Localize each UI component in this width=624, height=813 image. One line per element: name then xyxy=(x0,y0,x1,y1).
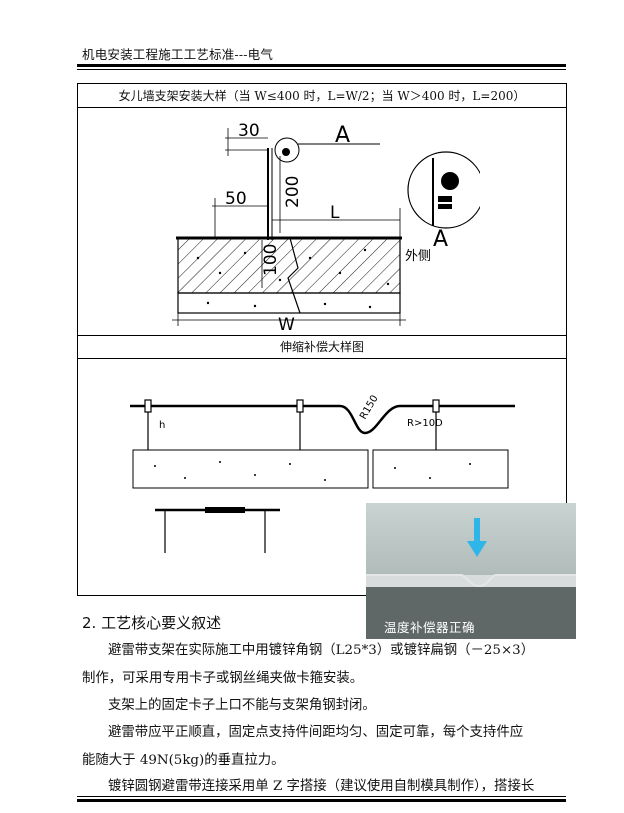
paragraph-text: 能随大于 49N(5kg)的垂直拉力。 xyxy=(82,752,285,768)
outside-label: 外侧 xyxy=(405,249,431,264)
paragraph-text: 制作，可采用专用卡子或钢丝绳夹做卡箍安装。 xyxy=(82,670,364,686)
dim-w: W xyxy=(278,315,295,333)
dim-30: 30 xyxy=(238,121,260,141)
paragraph: 避雷带应平正顺直，固定点支持件间距均匀、固定可靠，每个支持件应 能随大于 49N… xyxy=(82,719,562,774)
dim-100: 100 xyxy=(261,244,281,276)
paragraph-text: 避雷带支架在实际施工中用镀锌角钢（L25*3）或镀锌扁钢（－25×3） xyxy=(108,643,535,658)
detail-label-a: A xyxy=(433,227,448,252)
document-header-title: 机电安装工程施工工艺标准---电气 xyxy=(82,47,274,62)
compensator-photo: 温度补偿器正确 xyxy=(366,503,576,639)
figure1-caption: 女儿墙支架安装大样（当 W≤400 时，L=W/2；当 W＞400 时，L=20… xyxy=(118,89,526,103)
header-rule-thin xyxy=(77,69,566,70)
table-divider xyxy=(78,107,566,108)
figure2-caption: 伸缩补偿大样图 xyxy=(279,340,364,354)
label-h: h xyxy=(159,420,165,431)
figure-table: 女儿墙支架安装大样（当 W≤400 时，L=W/2；当 W＞400 时，L=20… xyxy=(77,83,567,596)
header-rule xyxy=(77,64,566,67)
parapet-wall xyxy=(177,237,401,294)
section-title: 2. 工艺核心要义叙述 xyxy=(82,614,222,632)
dim-50: 50 xyxy=(225,189,247,209)
callout-a: A xyxy=(335,123,350,148)
expansion-joint-drawing: h R150 R>10D xyxy=(130,393,515,553)
footer-rule xyxy=(77,796,566,797)
photo-caption: 温度补偿器正确 xyxy=(384,620,476,635)
paragraph: 避雷带支架在实际施工中用镀锌角钢（L25*3）或镀锌扁钢（－25×3） 制作，可… xyxy=(82,637,562,692)
paragraph-text: 支架上的固定卡子上口不能与支架角钢封闭。 xyxy=(108,698,376,713)
paragraph: 镀锌圆钢避雷带连接采用单 Z 字搭接（建议使用自制模具制作），搭接长 xyxy=(82,773,562,801)
parapet-bracket-drawing: A 30 50 200 L 100 W A 外侧 xyxy=(172,121,480,333)
dim-200: 200 xyxy=(283,176,303,208)
table-divider xyxy=(78,335,566,336)
compensator-photo-image xyxy=(366,503,576,639)
footer-rule-thick xyxy=(77,799,566,802)
label-r10d: R>10D xyxy=(407,418,443,429)
paragraph: 支架上的固定卡子上口不能与支架角钢封闭。 xyxy=(82,692,562,720)
table-divider xyxy=(78,358,566,359)
paragraph-text: 避雷带应平正顺直，固定点支持件间距均匀、固定可靠，每个支持件应 xyxy=(108,725,524,740)
paragraph-text: 镀锌圆钢避雷带连接采用单 Z 字搭接（建议使用自制模具制作），搭接长 xyxy=(108,779,535,794)
dim-l: L xyxy=(330,203,340,223)
label-r150: R150 xyxy=(358,393,381,421)
